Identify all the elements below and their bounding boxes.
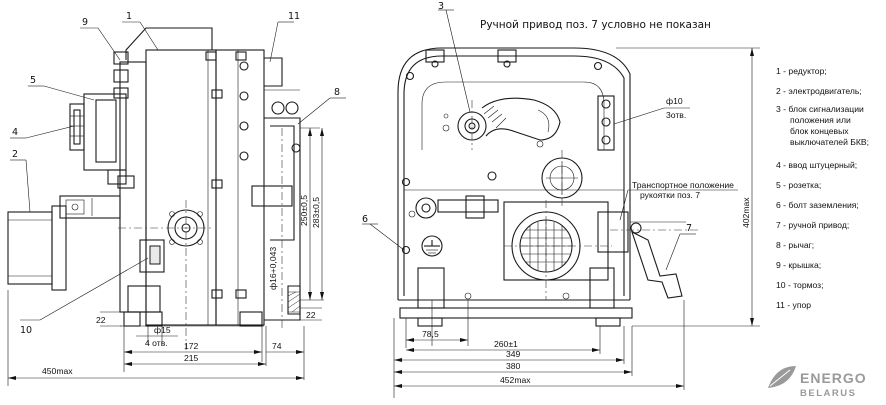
dim-78-5: 78,5 <box>422 329 439 339</box>
callout-1: 1 <box>126 11 132 22</box>
side-view <box>7 27 301 350</box>
logo-line-2: BELARUS <box>800 388 856 399</box>
cable-gland <box>69 103 85 151</box>
dim-172: 172 <box>184 341 199 351</box>
manual-drive-handle <box>631 230 683 299</box>
dim-260: 260±1 <box>494 339 518 349</box>
dim-3holes: 3отв. <box>666 110 686 120</box>
legend-item-8: 8 - рычаг; <box>776 240 814 250</box>
dim-215: 215 <box>184 353 199 363</box>
dim-283: 283±0,5 <box>311 197 321 228</box>
transport-label-1: Транспортное положение <box>632 180 734 190</box>
dim-phi15: ф15 <box>154 325 171 335</box>
motor-body <box>7 211 53 285</box>
legend-item-2: 2 - электродвигатель; <box>776 86 862 96</box>
logo-line-1: ENERGO <box>800 370 867 386</box>
legend-item-10: 10 - тормоз; <box>776 280 824 290</box>
callout-8: 8 <box>334 87 340 98</box>
dim-349: 349 <box>506 349 521 359</box>
legend-item-3b: положения или <box>790 115 851 125</box>
callout-4: 4 <box>12 127 18 138</box>
dim-402max: 402max <box>741 197 751 228</box>
dim-phi16: ф16+0,043 <box>268 247 278 290</box>
legend-item-4: 4 - ввод штуцерный; <box>776 160 857 170</box>
legend: 1 - редуктор; 2 - электродвигатель; 3 - … <box>776 66 869 310</box>
dim-22-left: 22 <box>96 315 106 325</box>
legend-item-6: 6 - болт заземления; <box>776 200 859 210</box>
dim-4holes: 4 отв. <box>145 338 168 348</box>
legend-item-11: 11 - упор <box>776 300 811 310</box>
drawing-note: Ручной привод поз. 7 условно не показан <box>480 19 711 31</box>
dim-250: 250±0,5 <box>299 195 309 226</box>
terminal-box <box>59 195 121 219</box>
legend-item-3d: выключателей БКВ; <box>790 137 869 147</box>
dim-22-right: 22 <box>306 310 316 320</box>
callout-11: 11 <box>288 11 300 22</box>
dim-452max: 452max <box>500 375 531 385</box>
dim-450max: 450max <box>42 366 73 376</box>
side-view-callouts: 1 9 5 4 2 10 11 8 <box>10 11 346 336</box>
energo-belarus-logo: ENERGO BELARUS <box>768 366 867 399</box>
legend-item-1: 1 - редуктор; <box>776 66 827 76</box>
legend-item-7: 7 - ручной привод; <box>776 220 849 230</box>
callout-3: 3 <box>438 1 444 12</box>
front-view <box>397 47 700 327</box>
callout-7: 7 <box>686 223 692 234</box>
gearbox-body <box>145 49 217 326</box>
legend-item-3c: блок концевых <box>790 126 849 136</box>
callout-5: 5 <box>30 75 36 86</box>
legend-item-9: 9 - крышка; <box>776 260 821 270</box>
callout-9: 9 <box>82 17 88 28</box>
brake <box>139 239 165 273</box>
motor-flange <box>51 205 67 291</box>
callout-10: 10 <box>20 325 32 336</box>
front-housing <box>397 47 631 300</box>
callout-2: 2 <box>12 149 18 160</box>
legend-item-5: 5 - розетка; <box>776 180 821 190</box>
front-view-callouts: 3 6 7 <box>362 1 696 271</box>
front-view-dimensions: ф10 3отв. Транспортное положение рукоятк… <box>393 47 760 398</box>
side-view-dimensions: 250±0,5 283±0,5 ф16+0,043 22 22 ф15 4 от… <box>7 127 324 386</box>
legend-item-3: 3 - блок сигнализации <box>776 104 864 114</box>
grounding-bolt <box>421 235 443 257</box>
dim-phi10: ф10 <box>666 96 683 106</box>
dim-380: 380 <box>506 361 521 371</box>
dim-74: 74 <box>272 341 282 351</box>
callout-6: 6 <box>362 214 368 225</box>
transport-label-2: рукоятки поз. 7 <box>640 190 700 200</box>
